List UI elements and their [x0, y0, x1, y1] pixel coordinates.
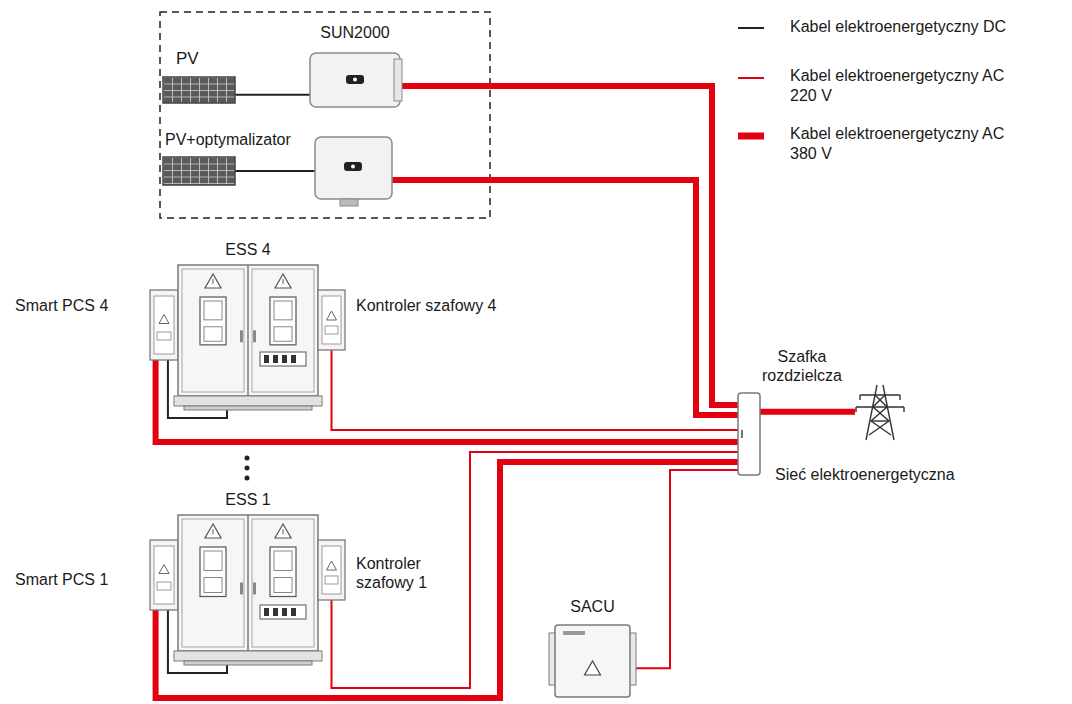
- distribution-box: Szafka rozdzielcza: [738, 393, 760, 475]
- ellipsis-dots: [245, 456, 250, 481]
- sacu-unit-outline: [555, 625, 630, 697]
- cabinet-controller: Kontroler szafowy 1: [318, 540, 345, 600]
- dc-cable: [235, 170, 315, 172]
- pcs-unit: Smart PCS 4: [150, 290, 178, 360]
- legend-sample-ac220: [738, 77, 764, 79]
- pcs-unit: Smart PCS 1: [150, 540, 178, 610]
- ac220-cable: [630, 470, 738, 668]
- legend-sample-dc: [738, 27, 764, 29]
- ac380-cable: [156, 462, 738, 698]
- node-label: PV+optymalizator: [165, 130, 291, 149]
- pv-panel: PV+optymalizator: [163, 157, 235, 185]
- distribution-box-outline: [738, 393, 760, 475]
- legend-text: Kabel elektroenergetyczny AC 380 V: [790, 124, 1005, 164]
- node-label: ESS 1: [178, 490, 318, 509]
- pv-panel-outline: [163, 77, 235, 103]
- ess-cabinet-outline: [178, 265, 318, 410]
- legend-text: Kabel elektroenergetyczny AC 220 V: [790, 66, 1005, 106]
- node-label: Smart PCS 1: [15, 570, 108, 589]
- node-label: Kontroler szafowy 1: [356, 554, 444, 592]
- inverter-symbol: [315, 137, 392, 206]
- ess-cabinet: ESS 1: [178, 515, 318, 665]
- node-label: SACU: [545, 597, 640, 616]
- ac220-cable: [332, 452, 739, 688]
- dc-cable: [235, 94, 310, 96]
- inverter-box: SUN2000: [310, 53, 400, 107]
- dashed-group: [160, 12, 490, 218]
- legend-sample-ac380: [738, 133, 764, 140]
- ac380-cable: [760, 409, 855, 415]
- pcs-unit-outline: [150, 540, 178, 610]
- pcs-unit-outline: [150, 290, 178, 360]
- cabinet-controller-outline: [318, 540, 345, 600]
- cabinet-controller-outline: [318, 290, 345, 350]
- ess-cabinet-outline: [178, 515, 318, 665]
- sacu-unit: SACU: [555, 625, 630, 697]
- pv-panel-outline: [163, 157, 235, 185]
- cabinet-controller: Kontroler szafowy 4: [318, 290, 345, 350]
- node-label: Kontroler szafowy 4: [356, 296, 497, 315]
- ess-cabinet: ESS 4: [178, 265, 318, 410]
- grid-tower: Sieć elektroenergetyczna: [855, 385, 905, 440]
- node-label: Smart PCS 4: [15, 296, 108, 315]
- node-label: PV: [176, 49, 199, 69]
- grid-tower-outline: [855, 385, 905, 440]
- ac380-cable: [400, 86, 738, 405]
- node-label: Sieć elektroenergetyczna: [775, 465, 955, 484]
- inverter-box-outline: [310, 53, 400, 107]
- node-label: Szafka rozdzielcza: [752, 347, 852, 385]
- legend-text: Kabel elektroenergetyczny DC: [790, 17, 1006, 37]
- node-label: ESS 4: [178, 240, 318, 259]
- ac220-cable: [332, 350, 739, 430]
- node-label: SUN2000: [300, 23, 410, 42]
- pv-panel: PV: [163, 77, 235, 103]
